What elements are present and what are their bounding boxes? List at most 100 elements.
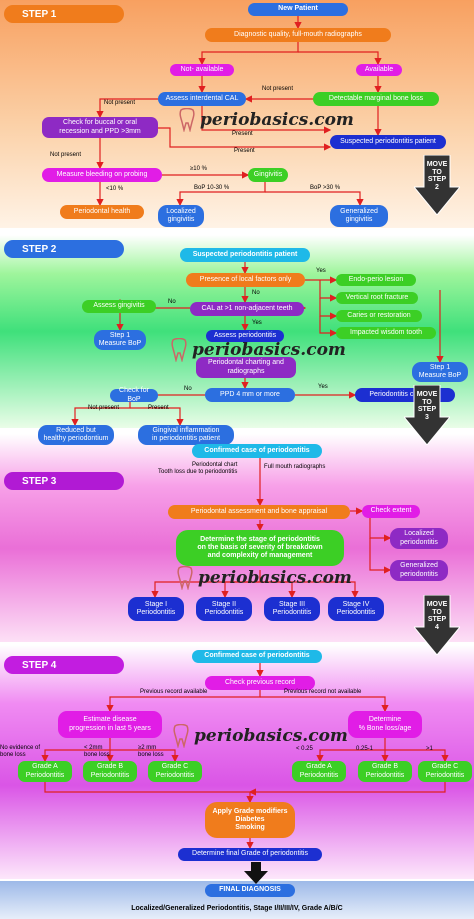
move-to-step3-text: MOVE TO STEP 3 xyxy=(416,391,438,422)
grade-c-right-box: Grade C Periodontitis xyxy=(418,761,472,782)
estimate-progression-box: Estimate disease progression in last 5 y… xyxy=(58,711,162,738)
localized-periodontitis-box: Localized periodontitis xyxy=(390,528,448,549)
label-full-mouth-radiographs: Full mouth radiographs xyxy=(264,464,326,470)
label-lt025: < 0.25 xyxy=(296,746,313,752)
logo-watermark-2: periobasics.com xyxy=(170,338,346,362)
localized-gingivitis-box: Localized gingivitis xyxy=(158,205,204,227)
impacted-wisdom-tooth-box: Impacted wisdom tooth xyxy=(336,327,436,339)
confirmed-case-box-4: Confirmed case of periodontitis xyxy=(192,650,322,663)
check-previous-record-box: Check previous record xyxy=(205,676,315,690)
tooth-logo-icon xyxy=(179,108,195,132)
check-bop-box: Check for BoP xyxy=(110,387,158,403)
gingival-inflammation-box: Gingival inflammation in periodontitis p… xyxy=(138,425,234,445)
vertical-root-fracture-box: Vertical root fracture xyxy=(336,292,418,304)
label-not-present-b: Not present xyxy=(104,100,136,106)
ppd4-box: PPD 4 mm or more xyxy=(205,388,295,402)
not-available-box: Not- available xyxy=(170,64,234,76)
label-periodontal-chart: Periodontal chart Tooth loss due to peri… xyxy=(158,462,238,475)
step4-title: STEP 4 xyxy=(4,656,124,674)
step2-title: STEP 2 xyxy=(4,240,124,258)
label-no-a: No xyxy=(252,290,260,296)
label-prev-not-available: Previous record not available xyxy=(284,689,362,695)
determine-stage-box: Determine the stage of periodontitis on … xyxy=(176,530,344,566)
step1-measure-bop-left: Step 1 Measure BoP xyxy=(94,330,146,350)
grade-c-left-box: Grade C Periodontitis xyxy=(148,761,202,782)
grade-b-left-box: Grade B Periodontitis xyxy=(83,761,137,782)
confirmed-case-box-3: Confirmed case of periodontitis xyxy=(192,444,322,458)
label-bop-10-30: BoP 10-30 % xyxy=(194,185,230,191)
grade-modifiers-box: Apply Grade modifiers Diabetes Smoking xyxy=(205,802,295,838)
periodontal-health-box: Periodontal health xyxy=(60,205,144,219)
local-factors-box: Presence of local factors only xyxy=(186,273,305,287)
final-diagnosis-text: Localized/Generalized Periodontitis, Sta… xyxy=(131,905,343,912)
logo-text: periobasics.com xyxy=(198,568,352,588)
suspected-periodontitis-box: Suspected periodontitis patient xyxy=(330,135,446,149)
move-to-step4-arrow: MOVE TO STEP 4 xyxy=(412,594,462,656)
logo-watermark-3: periobasics.com xyxy=(176,566,352,590)
stage-3-box: Stage III Periodontitis xyxy=(264,597,320,621)
label-yes-c: Yes xyxy=(318,384,328,390)
step1-title: STEP 1 xyxy=(4,5,124,23)
tooth-logo-icon xyxy=(173,724,189,748)
label-lt10: <10 % xyxy=(106,186,124,192)
label-not-present-a: Not present xyxy=(262,86,294,92)
step1-measure-bop-right: Step 1 Measure BoP xyxy=(412,362,468,382)
label-lt2mm: < 2mm bone loss xyxy=(84,745,110,758)
measure-bleeding-box: Measure bleeding on probing xyxy=(42,168,162,182)
stage-1-box: Stage I Periodontitis xyxy=(128,597,184,621)
gingivitis-box: Gingivitis xyxy=(248,168,288,182)
down-arrow-icon xyxy=(244,862,268,884)
cal-non-adjacent-box: CAL at >1 non-adjacent teeth xyxy=(190,302,304,316)
detectable-bone-loss-box: Detectable marginal bone loss xyxy=(313,92,439,106)
periodontal-assessment-box: Periodontal assessment and bone appraisa… xyxy=(168,505,350,519)
label-yes-a: Yes xyxy=(316,268,326,274)
generalized-periodontitis-box: Generalized periodontitis xyxy=(390,560,448,581)
grade-a-left-box: Grade A Periodontitis xyxy=(18,761,72,782)
tooth-logo-icon xyxy=(177,566,193,590)
step3-title: STEP 3 xyxy=(4,472,124,490)
grade-a-right-box: Grade A Periodontitis xyxy=(292,761,346,782)
label-not-present-c: Not present xyxy=(50,152,82,158)
label-yes-b: Yes xyxy=(252,320,262,326)
diagnostic-radiographs-box: Diagnostic quality, full-mouth radiograp… xyxy=(205,28,391,42)
label-no-c: No xyxy=(184,386,192,392)
move-to-step2-text: MOVE TO STEP 2 xyxy=(426,161,448,192)
label-not-present-s2: Not present xyxy=(88,405,120,411)
final-diagnosis-title: FINAL DIAGNOSIS xyxy=(205,884,295,897)
label-present-b: Present xyxy=(234,148,255,154)
grade-b-right-box: Grade B Periodontitis xyxy=(358,761,412,782)
label-prev-available: Previous record available xyxy=(140,689,208,695)
label-present-a: Present xyxy=(232,131,253,137)
stage-2-box: Stage II Periodontitis xyxy=(196,597,252,621)
endo-perio-box: Endo-perio lesion xyxy=(336,274,416,286)
logo-text: periobasics.com xyxy=(200,110,354,130)
logo-text: periobasics.com xyxy=(194,726,348,746)
label-ge10: ≥10 % xyxy=(190,166,207,172)
assess-cal-box: Assess interdental CAL xyxy=(158,92,246,106)
periodontal-charting-box: Periodontal charting and radiographs xyxy=(196,357,296,378)
move-to-step3-arrow: MOVE TO STEP 3 xyxy=(402,384,452,446)
label-bop-gt30: BoP >30 % xyxy=(310,185,341,191)
generalized-gingivitis-box: Generalized gingivitis xyxy=(330,205,388,227)
new-patient-box: New Patient xyxy=(248,3,348,16)
logo-text: periobasics.com xyxy=(192,340,346,360)
label-no-evidence: No evidence of bone loss xyxy=(0,745,41,758)
check-buccal-recession-box: Check for buccal or oral recession and P… xyxy=(42,117,158,138)
assess-periodontitis-box: Assess periodontitis xyxy=(206,330,284,342)
caries-restoration-box: Caries or restoration xyxy=(336,310,422,322)
reduced-healthy-box: Reduced but healthy periodontium xyxy=(38,425,114,445)
label-025-1: 0.25-1 xyxy=(356,746,374,752)
stage-4-box: Stage IV Periodontitis xyxy=(328,597,384,621)
label-gt1: >1 xyxy=(426,746,433,752)
determine-ratio-box: Determine % Bone loss/age xyxy=(348,711,422,738)
final-grade-box: Determine final Grade of periodontitis xyxy=(178,848,322,861)
check-extent-box: Check extent xyxy=(362,505,420,518)
logo-watermark-4: periobasics.com xyxy=(172,724,348,748)
move-to-step2-arrow: MOVE TO STEP 2 xyxy=(412,154,462,216)
label-ge2mm: ≥2 mm bone loss xyxy=(138,745,164,758)
label-present-s2: Present xyxy=(148,405,169,411)
suspected-periodontitis-box-2: Suspected periodontitis patient xyxy=(180,248,310,262)
tooth-logo-icon xyxy=(171,338,187,362)
move-to-step4-text: MOVE TO STEP 4 xyxy=(426,601,448,632)
logo-watermark-1: periobasics.com xyxy=(178,108,354,132)
